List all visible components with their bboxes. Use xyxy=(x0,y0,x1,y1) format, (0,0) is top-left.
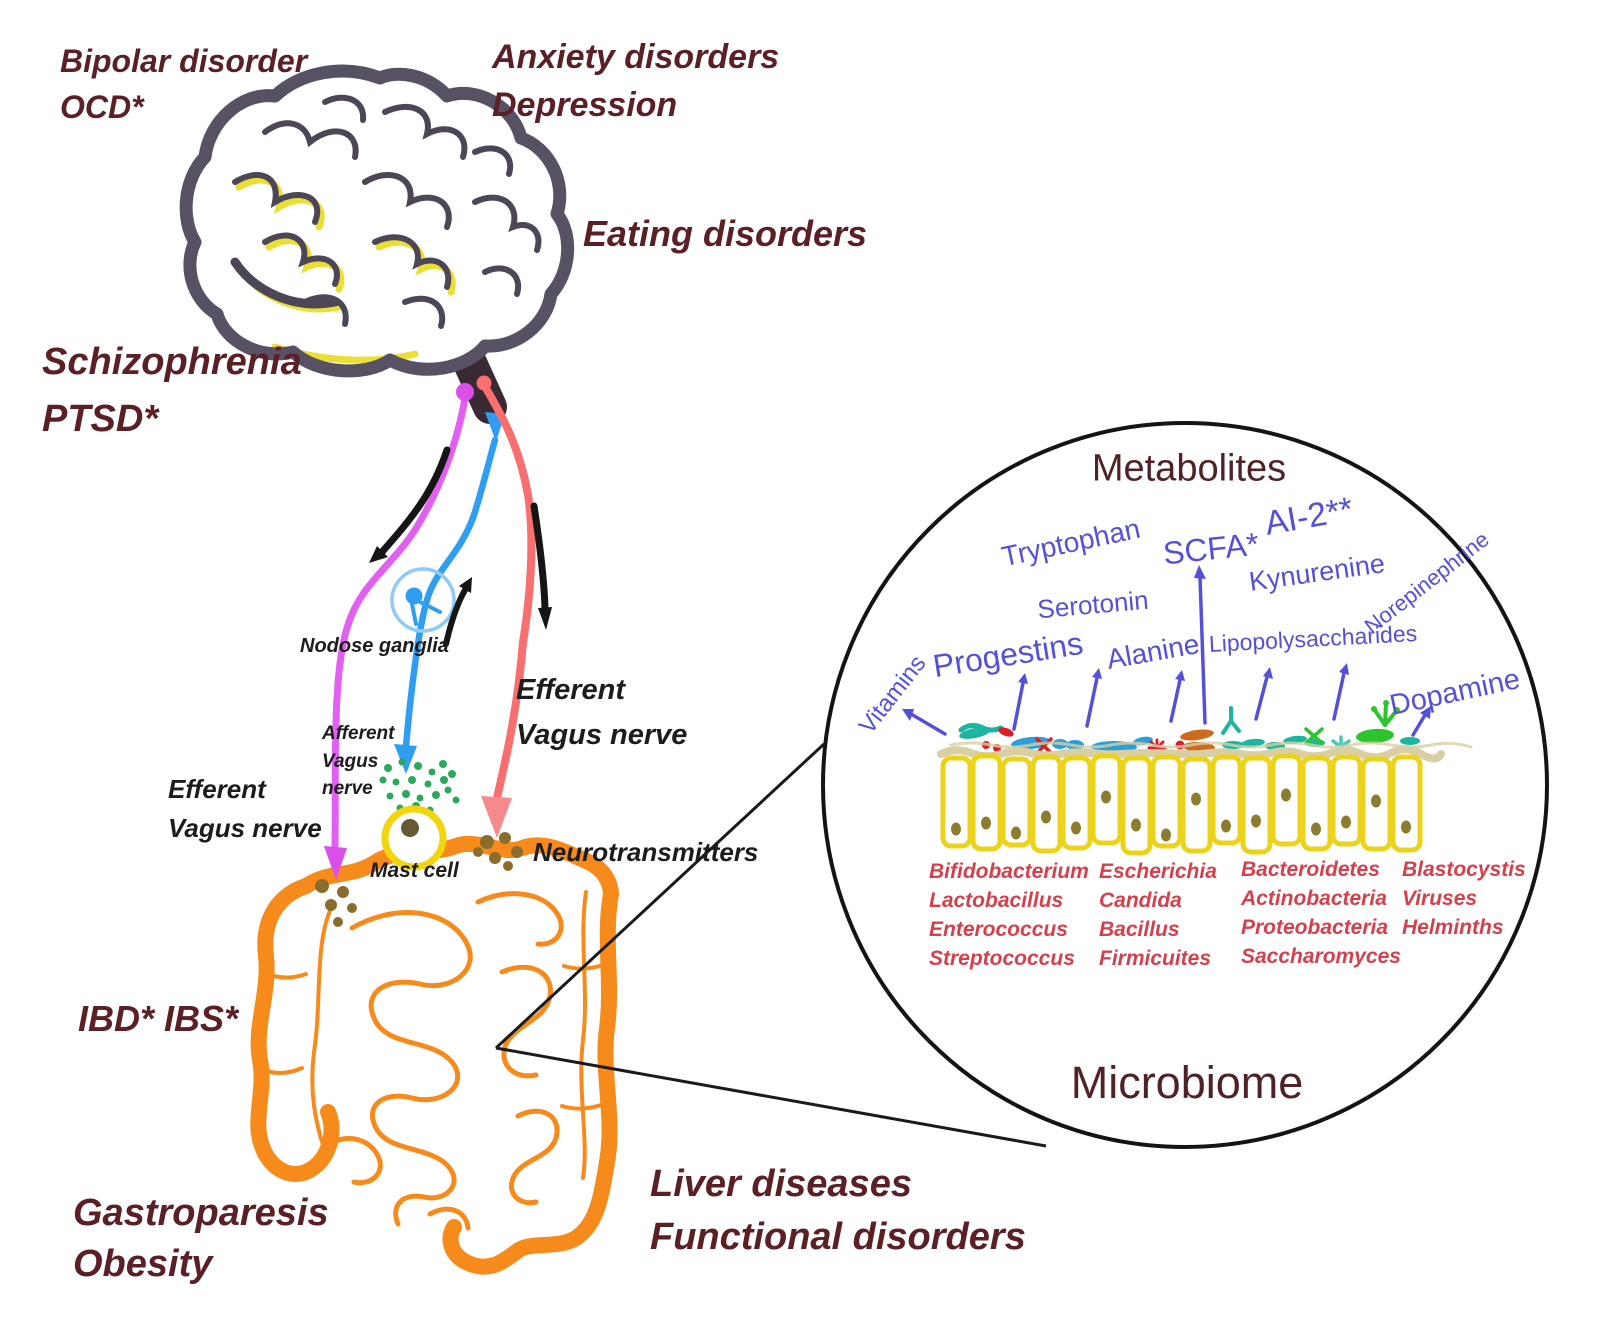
label-ibd-ibs: IBD* IBS* xyxy=(78,998,239,1039)
microbe-column-4: Blastocystis Viruses Helminths xyxy=(1402,855,1526,942)
microbe-name: Bacteroidetes xyxy=(1241,858,1380,881)
microbe-name: Enterococcus xyxy=(929,918,1068,941)
label-afferent-vagus: Afferent Vagus nerve xyxy=(322,723,395,800)
callout-lines xyxy=(494,742,1047,1148)
inset-title-metabolites: Metabolites xyxy=(1091,447,1287,490)
brain-gyri-squiggles xyxy=(230,94,542,329)
brain-illustration xyxy=(179,64,575,424)
intestine-illustration xyxy=(250,835,619,1275)
microbe-name: Viruses xyxy=(1402,887,1478,910)
inset-title-microbiome: Microbiome xyxy=(1070,1057,1304,1108)
microbe-name: Proteobacteria xyxy=(1241,916,1389,939)
red-nerve-origin xyxy=(476,375,492,391)
microbe-name: Streptococcus xyxy=(929,947,1075,970)
microbe-column-2: Escherichia Candida Bacillus Firmicuites xyxy=(1099,857,1217,973)
mast-cell-illustration xyxy=(381,805,447,871)
microbe-name: Actinobacteria xyxy=(1241,887,1387,910)
scfa-long-arrow xyxy=(1198,575,1207,725)
ascending-arrow-middle xyxy=(443,587,468,647)
microbe-name: Lactobacillus xyxy=(929,889,1064,912)
epithelial-cell-nuclei xyxy=(951,788,1411,842)
descending-arrow-left xyxy=(378,446,451,556)
epithelial-cells xyxy=(940,753,1423,856)
label-efferent-vagus-left: Efferent Vagus nerve xyxy=(168,774,322,843)
blue-nerve-terminal xyxy=(394,744,417,774)
microbe-name: Bacillus xyxy=(1099,918,1180,941)
microbe-name: Candida xyxy=(1099,889,1182,912)
label-liver-functional: Liver diseases Functional disorders xyxy=(650,1163,1026,1259)
epithelium-illustration xyxy=(902,565,1473,856)
microbiome-inset-circle: Metabolites Microbiome Tryptophan SCFA* … xyxy=(821,421,1549,1149)
microbe-column-3: Bacteroidetes Actinobacteria Proteobacte… xyxy=(1241,855,1401,971)
microbe-name: Firmicuites xyxy=(1099,947,1212,970)
label-mast-cell: Mast cell xyxy=(370,859,459,882)
label-bipolar-ocd: Bipolar disorder OCD* xyxy=(60,43,308,126)
red-nerve-terminal-cone xyxy=(481,796,512,838)
efferent-nerve-magenta xyxy=(324,383,474,880)
microbe-name: Bifidobacterium xyxy=(929,860,1089,883)
metabolite-arrows xyxy=(902,565,1431,737)
microbe-column-1: Bifidobacterium Lactobacillus Enterococc… xyxy=(929,857,1089,973)
signal-direction-arrows xyxy=(369,446,552,647)
microbe-name: Blastocystis xyxy=(1402,858,1526,881)
brush-border xyxy=(937,741,1473,763)
microbe-name: Helminths xyxy=(1402,916,1504,939)
magenta-nerve-origin xyxy=(456,383,474,401)
label-efferent-vagus-right: Efferent Vagus nerve xyxy=(516,674,688,751)
label-eating-disorders: Eating disorders xyxy=(583,213,868,254)
descending-arrow-right xyxy=(530,502,549,612)
neurotransmitter-dots-gut-wall xyxy=(315,832,523,927)
label-nodose-ganglia: Nodose ganglia xyxy=(300,635,449,657)
label-anxiety-depression: Anxiety disorders Depression xyxy=(492,38,780,124)
magenta-nerve-terminal xyxy=(324,846,347,880)
microbe-name: Escherichia xyxy=(1099,860,1217,883)
mast-cell-nucleus xyxy=(401,819,419,837)
label-neurotransmitters: Neurotransmitters xyxy=(533,837,759,867)
efferent-nerve-red xyxy=(476,375,536,838)
microbe-name: Saccharomyces xyxy=(1241,945,1401,968)
nodose-ganglia-illustration xyxy=(390,567,456,633)
label-schizophrenia-ptsd: Schizophrenia PTSD* xyxy=(42,341,302,440)
label-gastroparesis-obesity: Gastroparesis Obesity xyxy=(73,1192,329,1286)
